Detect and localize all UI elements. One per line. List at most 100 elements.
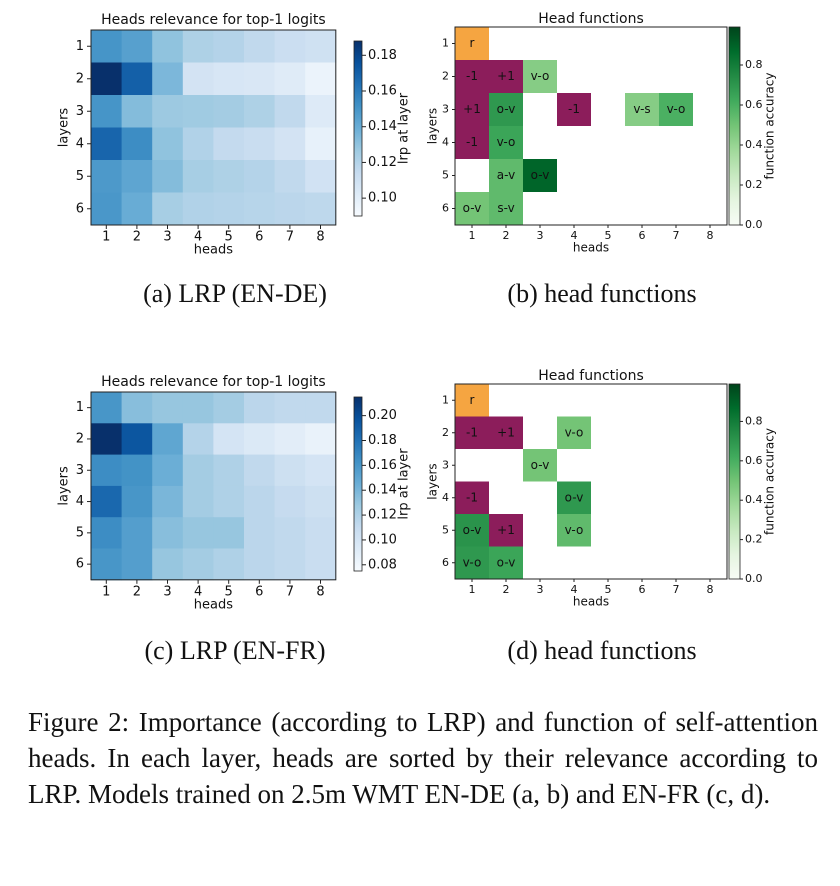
colorbar-tick-label: 0.12: [368, 155, 397, 170]
function-cell-label: -1: [466, 425, 478, 439]
heatmap-cell: [305, 30, 337, 63]
heatmap-cell: [91, 392, 123, 424]
function-cell: [455, 514, 489, 547]
function-cell-label: a-v: [497, 168, 515, 182]
y-tick-label: 1: [442, 393, 449, 406]
y-tick-label: 3: [76, 463, 84, 478]
heatmap-cell: [121, 423, 153, 456]
heatmap-cell: [244, 548, 276, 581]
y-tick-label: 6: [76, 201, 84, 216]
x-tick-label: 4: [194, 230, 202, 245]
x-tick-label: 1: [469, 229, 476, 242]
x-tick-label: 7: [286, 230, 294, 245]
chart-title: Heads relevance for top-1 logits: [101, 374, 325, 390]
plot-frame: [454, 383, 728, 580]
heatmap-cell: [244, 485, 276, 518]
heatmap-cell: [182, 192, 214, 226]
y-tick-label: 4: [76, 494, 84, 509]
function-cell-label: +1: [497, 69, 515, 83]
y-tick-label: 6: [442, 556, 449, 569]
x-tick-label: 7: [673, 229, 680, 242]
x-tick-label: 8: [707, 583, 714, 596]
plot-frame: [90, 29, 337, 226]
heatmap-cell: [91, 548, 123, 581]
function-cell: [489, 514, 523, 547]
x-tick-label: 6: [639, 583, 646, 596]
y-tick-label: 2: [76, 431, 84, 446]
heatmap-cell: [91, 192, 123, 226]
y-tick-label: 5: [76, 525, 84, 540]
colorbar-tick-label: 0.6: [745, 98, 763, 111]
subcaption-d: (d) head functions: [507, 636, 697, 665]
heatmap-cell: [244, 454, 276, 487]
heatmap-cell: [152, 485, 184, 518]
function-cell: [489, 159, 523, 192]
heatmap-cell: [274, 160, 306, 193]
colorbar-tick-label: 0.10: [368, 191, 397, 206]
function-cell: [455, 546, 489, 579]
y-tick-label: 3: [76, 104, 84, 119]
colorbar-tick-label: 0.16: [368, 458, 397, 473]
y-tick-label: 6: [442, 202, 449, 215]
x-tick-label: 3: [163, 584, 171, 599]
function-cell: [455, 384, 489, 417]
heatmap-cell: [213, 423, 245, 456]
function-cell-label: o-v: [565, 490, 584, 504]
colorbar-tick-label: 0.0: [745, 218, 763, 231]
function-cell: [489, 93, 523, 126]
function-cell-label: v-o: [565, 523, 584, 537]
heatmap-cell: [213, 485, 245, 518]
function-cell-label: v-o: [565, 425, 584, 439]
x-tick-label: 7: [286, 584, 294, 599]
heatmap-cell: [274, 423, 306, 456]
y-tick-label: 5: [442, 169, 449, 182]
function-cell: [523, 159, 557, 192]
heatmap-cell: [182, 95, 214, 128]
heatmap-cell: [244, 423, 276, 456]
function-cell: [625, 93, 659, 126]
y-tick-label: 4: [76, 136, 84, 151]
function-cell-label: v-o: [497, 135, 516, 149]
function-cell: [455, 60, 489, 93]
heatmap-cell: [91, 127, 123, 161]
heatmap-cell: [152, 127, 184, 161]
heatmap-cell: [121, 30, 153, 63]
heatmap-cell: [182, 454, 214, 487]
function-cell-label: +1: [497, 425, 515, 439]
function-cell: [455, 126, 489, 159]
function-cell: [557, 93, 591, 126]
function-cell-label: o-v: [497, 555, 516, 569]
x-tick-label: 4: [194, 584, 202, 599]
x-tick-label: 5: [605, 229, 612, 242]
heatmap-cell: [274, 485, 306, 518]
heatmap-cell: [213, 454, 245, 487]
colorbar-tick-label: 0.12: [368, 508, 397, 523]
heatmap-cell: [305, 454, 337, 487]
heatmap-cell: [305, 485, 337, 518]
y-tick-label: 1: [442, 37, 449, 50]
heatmap-cell: [91, 62, 123, 96]
function-cell-label: o-v: [531, 458, 550, 472]
colorbar-tick-label: 0.18: [368, 48, 397, 63]
x-tick-label: 5: [225, 230, 233, 245]
heatmap-cell: [305, 423, 337, 456]
heatmap-cell: [244, 517, 276, 549]
x-axis-label: heads: [573, 595, 609, 609]
subcaption-b: (b) head functions: [507, 279, 697, 308]
heatmap-cell: [213, 392, 245, 424]
colorbar-tick-label: 0.14: [368, 119, 397, 134]
chart-title: Head functions: [538, 11, 644, 27]
heatmap-cell: [152, 548, 184, 581]
y-tick-label: 3: [442, 103, 449, 116]
colorbar-label: function accuracy: [763, 73, 777, 180]
heatmap-cell: [305, 62, 337, 96]
heatmap-cell: [121, 517, 153, 549]
subcaption-a: (a) LRP (EN-DE): [143, 279, 327, 308]
figure-caption: Figure 2: Importance (according to LRP) …: [28, 707, 818, 809]
heatmap-cell: [274, 517, 306, 549]
function-cell: [557, 416, 591, 449]
colorbar-tick-label: 0.8: [745, 414, 763, 427]
y-tick-label: 4: [442, 136, 449, 149]
x-tick-label: 2: [133, 230, 141, 245]
heatmap-cell: [182, 517, 214, 549]
